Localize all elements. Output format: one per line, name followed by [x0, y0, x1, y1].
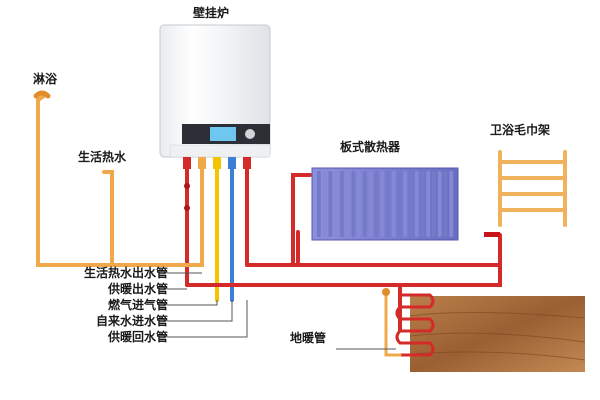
radiator-fin [403, 171, 408, 237]
faucet-assembly [102, 170, 114, 267]
radiator-fin [340, 171, 344, 237]
radiator-fin [317, 171, 321, 237]
floor-heating-label: 地暖管 [290, 331, 327, 345]
radiator-fin [420, 171, 425, 237]
towel-rack-label: 卫浴毛巾架 [490, 123, 551, 137]
legend-item-cold-water-inlet: 自来水进水管 [95, 314, 168, 328]
radiator-fin [322, 171, 327, 237]
boiler-pipes [178, 167, 249, 302]
heating-supply-pipe [185, 173, 502, 332]
legend-item-hot-water-outlet: 生活热水出水管 [83, 266, 168, 280]
shower-label: 淋浴 [33, 72, 58, 86]
legend-item-heating-return: 供暖回水管 [107, 330, 168, 344]
radiator-fin [380, 171, 385, 237]
radiator-fin [437, 171, 442, 237]
radiator-fin [449, 171, 454, 237]
radiator-fin [351, 171, 356, 237]
radiator-label: 板式散热器 [340, 140, 401, 154]
radiator-fin [357, 171, 362, 237]
legend-item-gas-inlet: 燃气进气管 [107, 298, 168, 312]
boiler-label: 壁挂炉 [193, 6, 230, 20]
radiator-fins [317, 171, 454, 237]
boiler-knob [245, 129, 255, 139]
towel-rack [484, 150, 567, 237]
radiator-fin [345, 171, 350, 237]
boiler-display [210, 127, 236, 141]
radiator-fin [391, 171, 396, 237]
panel-radiator [311, 167, 459, 241]
radiator-fin [363, 171, 367, 237]
radiator-fin [426, 171, 431, 237]
boiler-unit [159, 24, 271, 158]
radiator-fin [368, 171, 373, 237]
legend-leaders [167, 272, 396, 350]
shower-assembly [33, 90, 182, 267]
floor-heating-coil [382, 288, 435, 357]
radiator-fin [397, 171, 402, 237]
radiator-fin [334, 171, 339, 237]
legend-item-heating-supply: 供暖出水管 [107, 282, 168, 296]
wood-floor [409, 296, 586, 372]
radiator-fin [328, 171, 333, 237]
boiler-connectors [183, 157, 251, 169]
radiator-fin [409, 171, 413, 237]
hot-water-label: 生活热水 [78, 150, 127, 164]
radiator-fin [414, 171, 419, 237]
radiator-fin [386, 171, 390, 237]
radiator-fin [374, 171, 379, 237]
radiator-fin [432, 171, 436, 237]
radiator-fin [443, 171, 448, 237]
